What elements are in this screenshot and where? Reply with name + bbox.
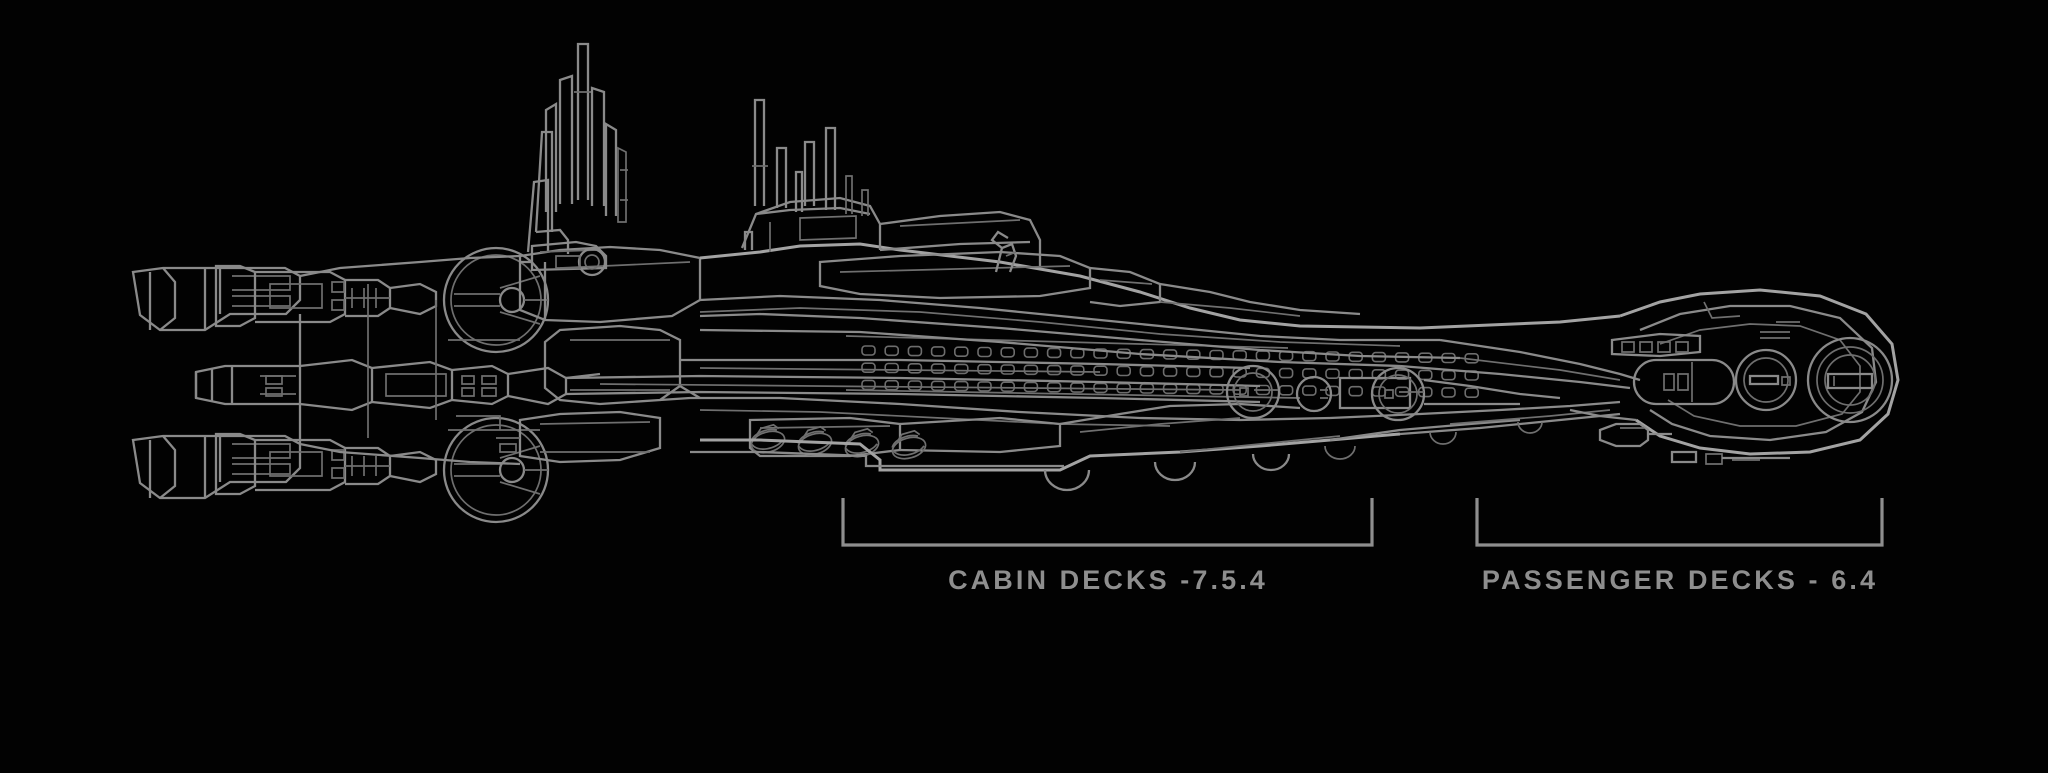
passenger-decks-bracket bbox=[1475, 498, 1884, 547]
cabin-decks-label: CABIN DECKS -7.5.4 bbox=[948, 565, 1268, 595]
bow-capsule-bay bbox=[1632, 358, 1736, 406]
forward-antenna-tower bbox=[526, 42, 628, 254]
bow-dorsal-detail bbox=[1610, 331, 1790, 358]
center-engine-cowling bbox=[265, 360, 568, 410]
midhull-lower-decks bbox=[659, 312, 1461, 458]
forward-neck-taper bbox=[1329, 338, 1641, 436]
deck-crane-assembly bbox=[990, 230, 1018, 273]
passenger-decks-label: PASSENGER DECKS - 6.4 bbox=[1481, 565, 1879, 595]
antenna-base-housing bbox=[520, 240, 608, 277]
upper-engine-turbine bbox=[442, 246, 550, 354]
main-hull-outline bbox=[699, 242, 1621, 347]
bow-hull-outline bbox=[1569, 288, 1900, 456]
bow-sensor-domes bbox=[1734, 336, 1894, 424]
measurement-brackets bbox=[841, 498, 1884, 547]
spine-instrument-pods bbox=[1225, 364, 1561, 422]
engine-pylon-structure bbox=[194, 254, 540, 466]
ventral-landing-pods bbox=[1043, 421, 1543, 492]
cabin-decks-bracket bbox=[841, 498, 1374, 547]
bridge-mast-cluster bbox=[743, 98, 869, 250]
keel-structure bbox=[690, 418, 1521, 472]
lower-engine-cowling bbox=[214, 432, 438, 496]
central-spine-tube bbox=[565, 358, 1261, 404]
bow-ventral-probe bbox=[1598, 422, 1790, 465]
bridge-superstructure bbox=[740, 196, 1361, 317]
